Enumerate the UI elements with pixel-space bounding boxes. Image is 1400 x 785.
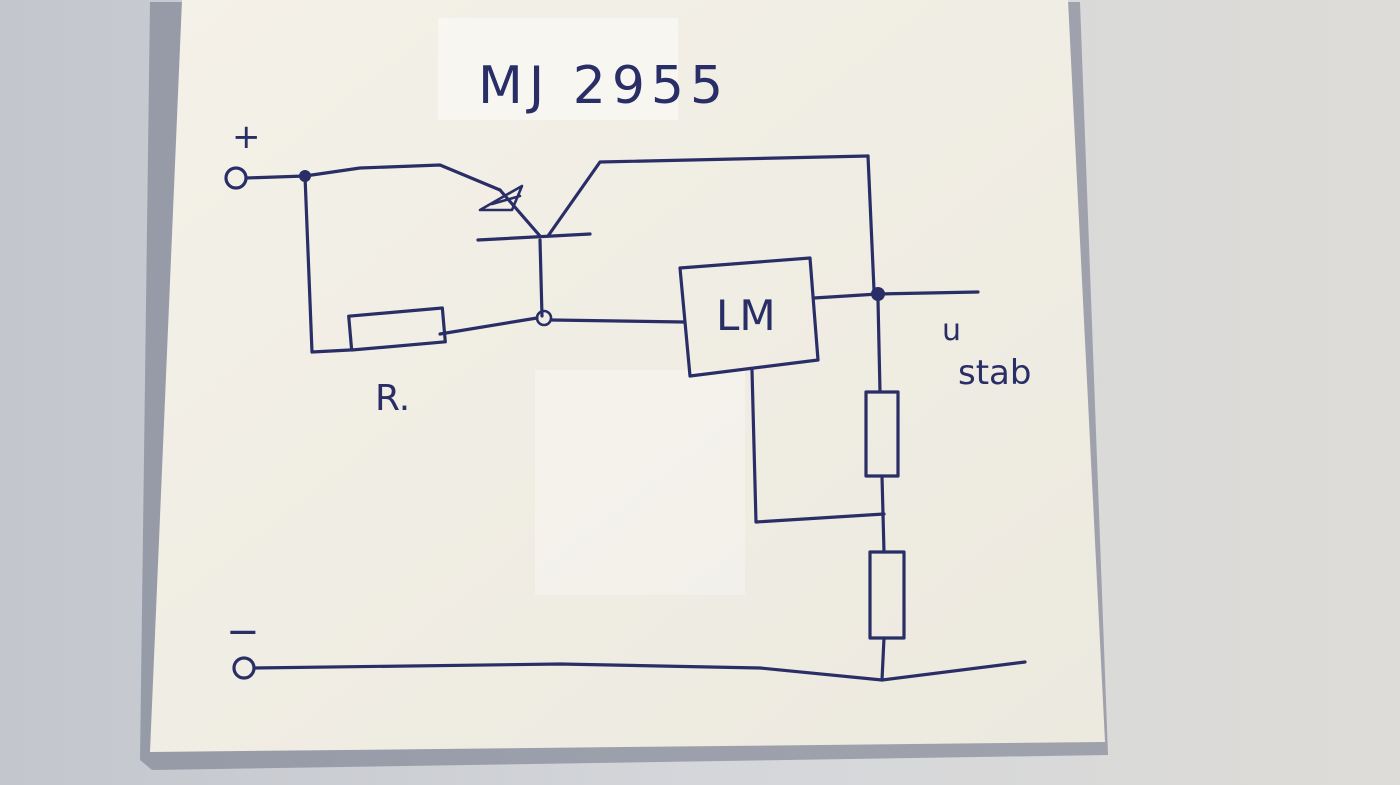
diagram-title: MJ 2955 <box>478 56 729 116</box>
wire-to-regulator <box>550 318 686 324</box>
regulator-lm <box>678 256 820 378</box>
resistor-label: R. <box>375 378 410 419</box>
tape-top <box>438 18 678 120</box>
wire-divider-top <box>876 298 882 394</box>
note-paper <box>150 0 1105 752</box>
wire-input <box>244 163 502 192</box>
output-label-stab: stab <box>958 353 1031 393</box>
output-label-u: u <box>942 313 961 348</box>
minus-label: − <box>226 609 260 655</box>
plus-label: + <box>232 117 261 157</box>
wire-divider-bottom <box>880 636 886 682</box>
wire-negative-rail <box>252 660 1027 682</box>
tape-middle <box>535 370 745 595</box>
wire-resistor-right <box>438 316 539 336</box>
transistor-symbol <box>476 154 870 242</box>
wire-base <box>538 238 544 318</box>
wire-adjust <box>750 368 886 524</box>
resistor-r <box>347 306 447 352</box>
resistor-divider-lower <box>868 550 906 640</box>
junction-output <box>871 287 885 301</box>
wire-collector-right <box>866 154 876 292</box>
wire-left-loop <box>303 174 352 354</box>
regulator-label: LM <box>716 291 776 340</box>
